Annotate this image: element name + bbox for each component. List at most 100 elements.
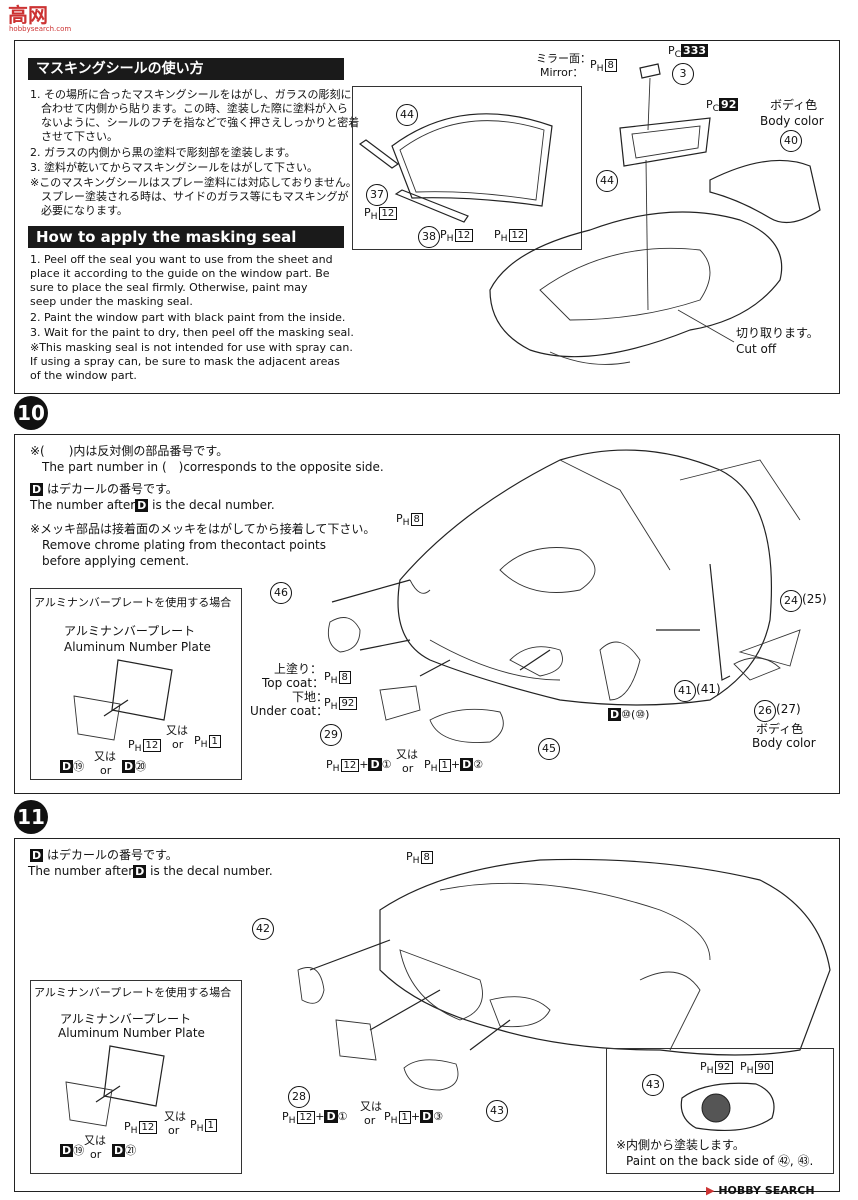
plate-title: アルミナンバープレートを使用する場合	[34, 986, 232, 999]
decal-d-icon: D	[30, 849, 44, 862]
ph92-chip: 92	[338, 697, 358, 710]
top-coat-jp: 上塗り：	[274, 662, 323, 676]
step-10-number: 10	[14, 396, 48, 430]
inset-en: Paint on the back side of ㊷, ㊸.	[626, 1154, 814, 1168]
part-27-num: 27	[780, 702, 796, 716]
under-coat-jp: 下地：	[292, 690, 329, 704]
decal-d-icon: D	[324, 1110, 338, 1123]
decal-19: ⑲	[73, 760, 85, 773]
step10-note1-jp: ※( )内は反対側の部品番号です。	[30, 444, 229, 458]
watermark-logo: 高网	[8, 3, 48, 27]
decal-1: ①	[337, 1110, 348, 1123]
ph1-chip: 1	[208, 735, 221, 748]
plate-jp: アルミナンバープレート	[64, 624, 196, 638]
ph1-chip: 1	[204, 1119, 217, 1132]
decal-2: ②	[473, 758, 484, 771]
decal-d-icon: D	[60, 1144, 74, 1157]
watermark-bottom: ▶ HOBBY SEARCH	[706, 1184, 815, 1198]
part-41-label: 41	[674, 680, 696, 702]
ph8-chip: 8	[420, 851, 433, 864]
part-27-opposite: (27)	[776, 702, 801, 716]
masking-en-note: ※This masking seal is not intended for u…	[30, 341, 353, 354]
masking-en-step: 3. Wait for the paint to dry, then peel …	[30, 326, 354, 339]
plate-jp: アルミナンバープレート	[60, 1012, 192, 1026]
masking-en-step: 1. Peel off the seal you want to use fro…	[30, 253, 333, 266]
ph92-chip: 92	[714, 1061, 734, 1074]
or-jp: 又は	[360, 1100, 382, 1113]
decal-20: ⑳	[135, 760, 147, 773]
part-42-label: 42	[252, 918, 274, 940]
part-25-num: 25	[806, 592, 822, 606]
decal-d-icon: D	[368, 758, 382, 771]
or-jp: 又は	[396, 748, 418, 761]
ph12-chip: 12	[508, 229, 528, 242]
or-en: or	[168, 1124, 180, 1137]
step10-note2-jp-text: はデカールの番号です。	[46, 482, 178, 496]
masking-jp-note: スプレー塗装される時は、サイドのガラス等にもマスキングが	[30, 190, 349, 203]
ph12-chip: 12	[142, 739, 162, 752]
body-color-jp: ボディ色	[756, 722, 804, 736]
ph12-chip: 12	[296, 1111, 316, 1124]
masking-en-step: place it according to the guide on the w…	[30, 267, 330, 280]
masking-en-step: seep under the masking seal.	[30, 295, 193, 308]
decal-21: ㉑	[125, 1144, 137, 1157]
step10-note1-en: The part number in ( )corresponds to the…	[42, 460, 384, 474]
or-jp: 又は	[164, 1110, 186, 1123]
part-3-label: 3	[672, 63, 694, 85]
part-43-label: 43	[642, 1074, 664, 1096]
step10-note2-en-a: The number after	[30, 498, 136, 512]
part-40-label: 40	[780, 130, 802, 152]
under-coat-en: Under coat：	[250, 704, 329, 718]
step11-note-en-a: The number after	[28, 864, 134, 878]
ph12-chip: 12	[340, 759, 360, 772]
decal-d-icon: D	[30, 483, 44, 496]
part-38-label: 38	[418, 226, 440, 248]
decal-1: ①	[381, 758, 392, 771]
ph1-chip: 1	[438, 759, 451, 772]
or-en: or	[172, 738, 184, 751]
ph8-chip: 8	[410, 513, 423, 526]
part-26-label: 26	[754, 700, 776, 722]
lens-drawing	[680, 1082, 775, 1132]
masking-jp-step: させて下さい。	[30, 130, 118, 143]
body-color-jp: ボディ色	[770, 98, 818, 112]
part-29-label: 29	[320, 724, 342, 746]
body-color-en: Body color	[760, 114, 824, 128]
decal-19: ⑲	[73, 1144, 85, 1157]
masking-jp-note: 必要になります。	[30, 204, 128, 217]
ph12-chip: 12	[454, 229, 474, 242]
step11-note-en-b: is the decal number.	[150, 864, 273, 878]
masking-jp-step: 1. その場所に合ったマスキングシールをはがし、ガラスの彫刻に	[30, 88, 352, 101]
pc333-chip: 333	[681, 44, 709, 57]
or-jp: 又は	[166, 724, 188, 737]
part-44-label: 44	[596, 170, 618, 192]
watermark-url: hobbysearch.com	[9, 25, 72, 33]
masking-en-step: 2. Paint the window part with black pain…	[30, 311, 346, 324]
part-37-label: 37	[366, 184, 388, 206]
watermark-bottom-text: HOBBY SEARCH	[718, 1184, 815, 1197]
ph90-chip: 90	[754, 1061, 774, 1074]
or-en: or	[90, 1148, 102, 1161]
pc92-chip: 92	[719, 98, 739, 111]
or-jp: 又は	[84, 1134, 106, 1147]
cut-off-jp: 切り取ります。	[736, 326, 819, 340]
part-41-opposite-num: 41	[700, 682, 716, 696]
step11-note-jp-text: はデカールの番号です。	[46, 848, 178, 862]
step-10-section	[14, 434, 840, 794]
or-en: or	[402, 762, 414, 775]
